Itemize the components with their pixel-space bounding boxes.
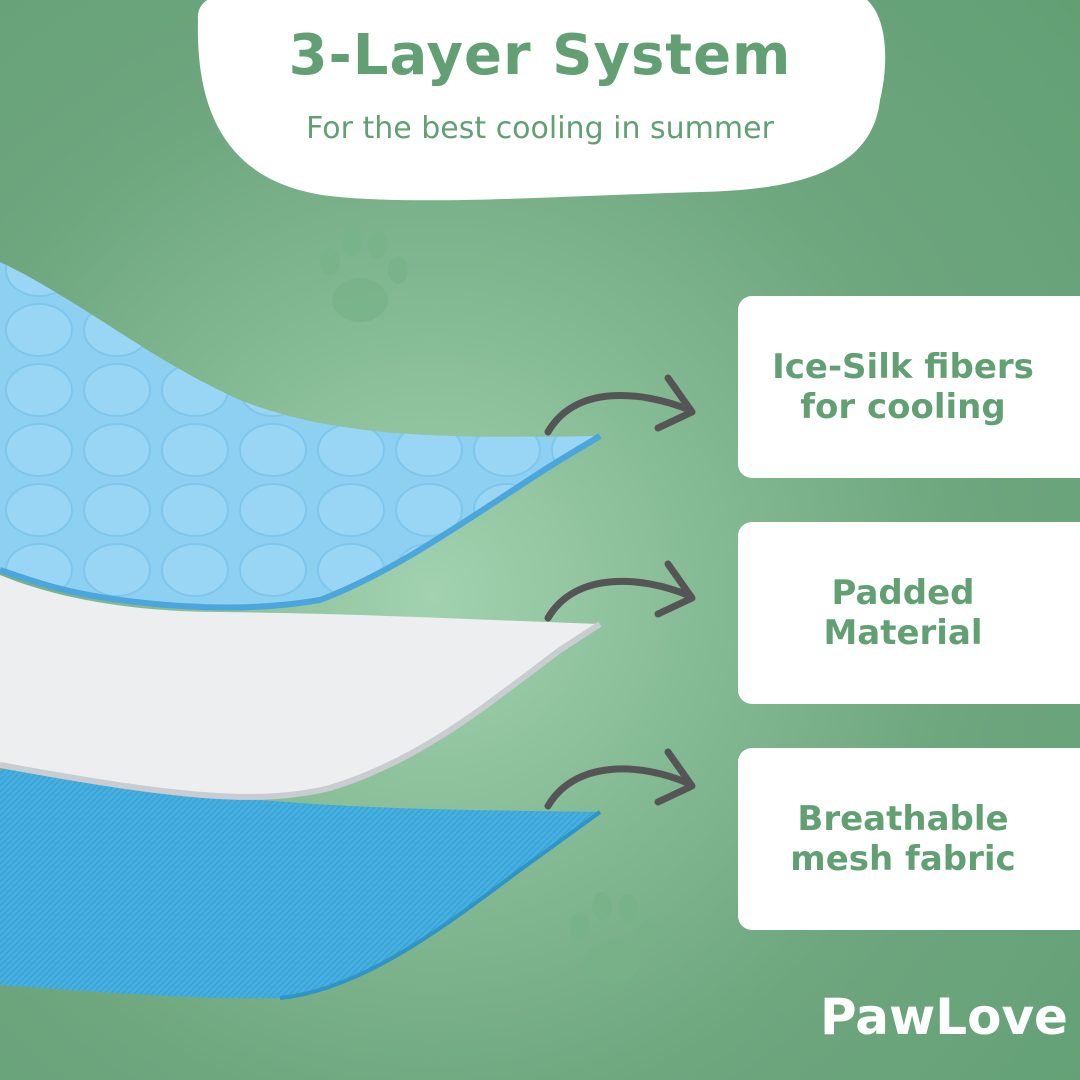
padded-layer [0, 575, 600, 797]
header-cloud [197, 0, 886, 201]
layer-card-padded: Padded Material [738, 522, 1080, 704]
layer-card-ice-silk: Ice-Silk fibers for cooling [738, 296, 1080, 478]
brand-logo: PawLove [820, 988, 1068, 1046]
page-subtitle: For the best cooling in summer [306, 111, 774, 147]
arrow-icon [544, 748, 696, 810]
layer-label: Breathable mesh fabric [790, 798, 1016, 879]
arrow-icon [544, 560, 696, 622]
paw-print-icon [570, 892, 658, 984]
layer-label: Padded Material [823, 572, 983, 653]
paw-print-icon [320, 229, 408, 322]
mesh-layer [0, 767, 600, 999]
header: 3-Layer System For the best cooling in s… [190, 22, 890, 146]
layer-card-mesh: Breathable mesh fabric [738, 748, 1080, 930]
arrow-icon [544, 374, 696, 436]
page-title: 3-Layer System [288, 23, 792, 88]
layer-label: Ice-Silk fibers for cooling [772, 346, 1034, 427]
